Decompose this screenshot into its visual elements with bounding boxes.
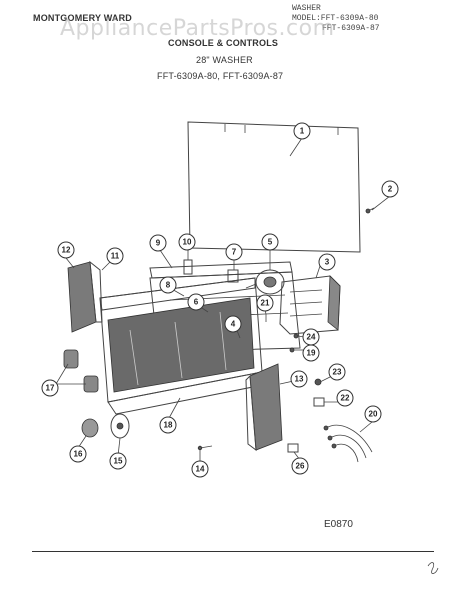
callout-5: 5: [261, 233, 279, 251]
svg-text:6: 6: [194, 298, 199, 307]
svg-text:13: 13: [295, 375, 304, 384]
callout-3: 3: [318, 253, 336, 271]
callout-17: 17: [41, 379, 59, 397]
svg-text:20: 20: [369, 410, 378, 419]
top-right-model-2: FFT-6309A-87: [322, 24, 380, 33]
svg-text:23: 23: [333, 368, 342, 377]
handwritten-mark: [427, 562, 439, 574]
callout-10: 10: [178, 233, 196, 251]
callout-19: 19: [302, 344, 320, 362]
callout-13: 13: [290, 370, 308, 388]
leader-lines: [55, 137, 391, 462]
screw-23: [314, 378, 322, 386]
callout-6: 6: [187, 293, 205, 311]
svg-text:4: 4: [231, 320, 236, 329]
svg-text:17: 17: [46, 384, 55, 393]
svg-text:19: 19: [307, 349, 316, 358]
svg-text:9: 9: [156, 239, 161, 248]
screw-19: [289, 347, 295, 353]
brand-title: MONTGOMERY WARD: [33, 13, 132, 23]
svg-text:16: 16: [74, 450, 83, 459]
screw-2: [365, 207, 375, 214]
callout-7: 7: [225, 243, 243, 261]
bracket-7: [227, 269, 239, 283]
diagram-code: E0870: [324, 519, 353, 530]
knobs-17: [63, 349, 99, 393]
callout-23: 23: [328, 363, 346, 381]
timer-3: [279, 275, 341, 335]
callout-15: 15: [109, 452, 127, 470]
svg-text:1: 1: [300, 127, 305, 136]
washer-size: 28" WASHER: [196, 55, 253, 65]
top-right-model: MODEL:FFT-6309A-80: [292, 14, 379, 23]
svg-text:5: 5: [268, 238, 273, 247]
callout-21: 21: [256, 294, 274, 312]
control-panel-18: [99, 277, 269, 415]
svg-text:8: 8: [166, 281, 171, 290]
svg-text:3: 3: [325, 258, 330, 267]
svg-text:10: 10: [183, 238, 192, 247]
callout-16: 16: [69, 445, 87, 463]
callout-14: 14: [191, 460, 209, 478]
svg-text:26: 26: [296, 462, 305, 471]
bottom-rule: [32, 551, 434, 552]
svg-text:15: 15: [114, 457, 123, 466]
callout-2: 2: [381, 180, 399, 198]
callout-12: 12: [57, 241, 75, 259]
callout-11: 11: [106, 247, 124, 265]
model-numbers: FFT-6309A-80, FFT-6309A-87: [157, 71, 284, 81]
callout-22: 22: [336, 389, 354, 407]
callout-9: 9: [149, 234, 167, 252]
end-cap-12: [67, 260, 103, 333]
callout-20: 20: [364, 405, 382, 423]
bracket-10: [183, 259, 193, 275]
section-title: CONSOLE & CONTROLS: [168, 38, 279, 48]
callout-4: 4: [224, 315, 242, 333]
callout-24: 24: [302, 328, 320, 346]
clip-22: [313, 397, 325, 407]
svg-text:14: 14: [196, 465, 205, 474]
svg-text:12: 12: [62, 246, 71, 255]
svg-text:18: 18: [164, 421, 173, 430]
svg-text:24: 24: [307, 333, 316, 342]
wire-harness-20: [323, 424, 373, 463]
callout-8: 8: [159, 276, 177, 294]
svg-text:21: 21: [261, 299, 270, 308]
rear-panel: [187, 121, 361, 253]
screw-24: [293, 333, 299, 339]
svg-text:7: 7: [232, 248, 237, 257]
svg-text:11: 11: [111, 252, 120, 261]
svg-text:2: 2: [388, 185, 393, 194]
callout-18: 18: [159, 416, 177, 434]
end-cap-13: [245, 363, 283, 452]
dial-15: [110, 413, 130, 439]
clip-26: [287, 443, 299, 453]
callout-26: 26: [291, 457, 309, 475]
screw-14: [197, 445, 213, 451]
svg-text:22: 22: [341, 394, 350, 403]
top-right-appliance: WASHER: [292, 4, 321, 13]
watermark: AppliancePartsPros.com: [60, 16, 335, 41]
knob-16: [81, 418, 99, 438]
callout-1: 1: [293, 122, 311, 140]
